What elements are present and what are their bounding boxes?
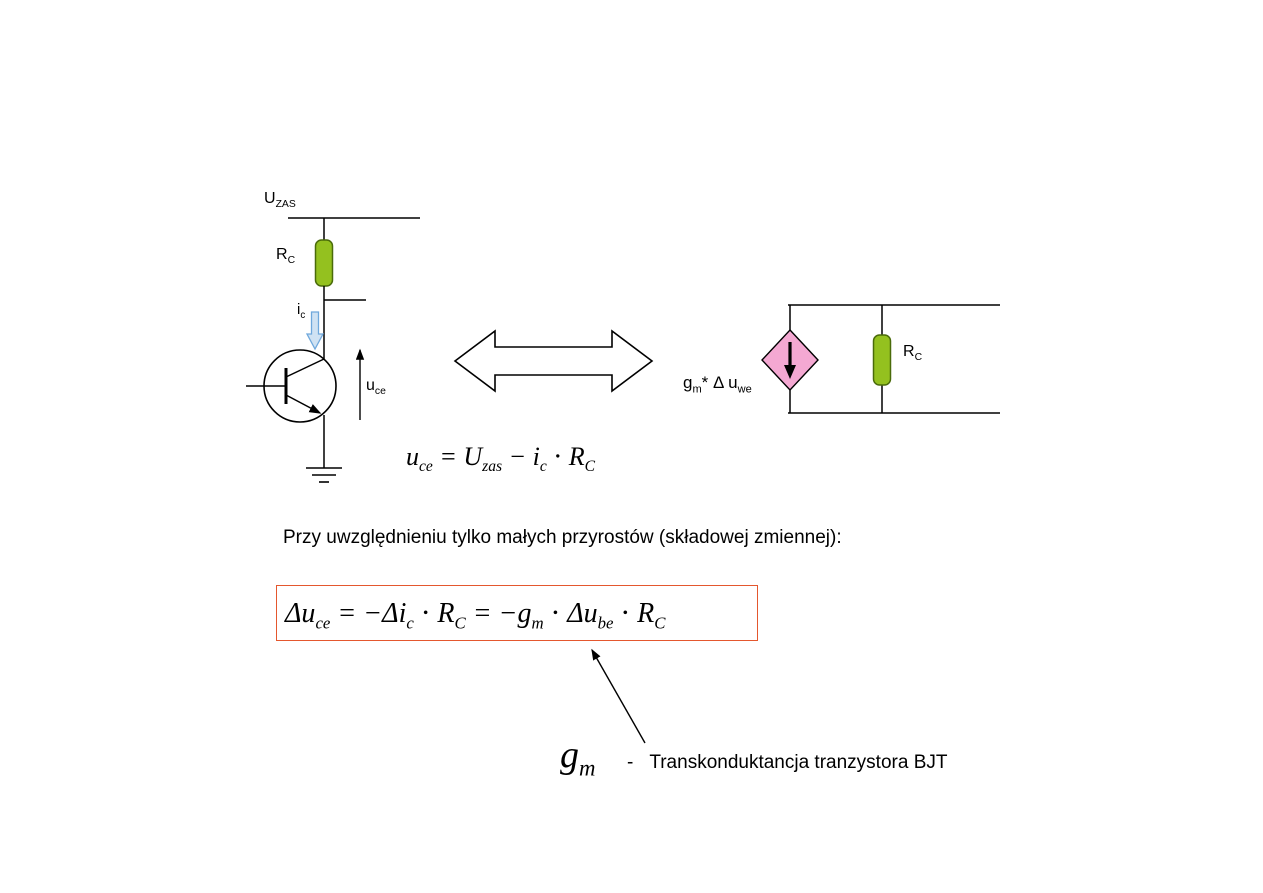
controlled-source-label: gm* Δ uwe — [683, 373, 752, 396]
highlighted-equation-box: Δuce = −Δic ⋅ RC = −gm ⋅ Δube ⋅ RC — [276, 585, 758, 641]
resistor-rc-left — [314, 239, 334, 287]
equation-uce: uce = Uzas − ic ⋅ RC — [406, 442, 595, 476]
resistor-rc-right — [872, 334, 892, 386]
equivalence-double-arrow-icon — [453, 329, 654, 393]
ic-label: ic — [297, 301, 306, 321]
common-emitter-circuit — [246, 217, 420, 483]
source-current-arrow-head — [784, 365, 796, 379]
gm-definition-text: Transkonduktancja tranzystora BJT — [649, 752, 948, 773]
gm-symbol: gm — [560, 734, 596, 781]
gm-dash: - — [627, 752, 634, 773]
rc-label-right: RC — [903, 343, 923, 364]
gm-definition: -Transkonduktancja tranzystora BJT — [627, 752, 947, 774]
collector-lead — [285, 358, 325, 378]
pointer-line — [591, 648, 646, 744]
collector-current-arrow — [305, 311, 325, 351]
small-signal-equivalent-circuit — [761, 304, 1000, 414]
equation-delta-uce: Δuce = −Δic ⋅ RC = −gm ⋅ Δube ⋅ RC — [285, 598, 666, 633]
gm-pointer-arrow — [591, 648, 646, 744]
supply-voltage-label: UZAS — [264, 190, 296, 211]
rc-label-left: RC — [276, 246, 296, 267]
emitter-lead-arrow — [285, 394, 322, 414]
double-arrow-shape — [453, 329, 654, 393]
caption-text: Przy uwzględnieniu tylko małych przyrost… — [283, 527, 842, 548]
uce-label: uce — [366, 377, 386, 398]
